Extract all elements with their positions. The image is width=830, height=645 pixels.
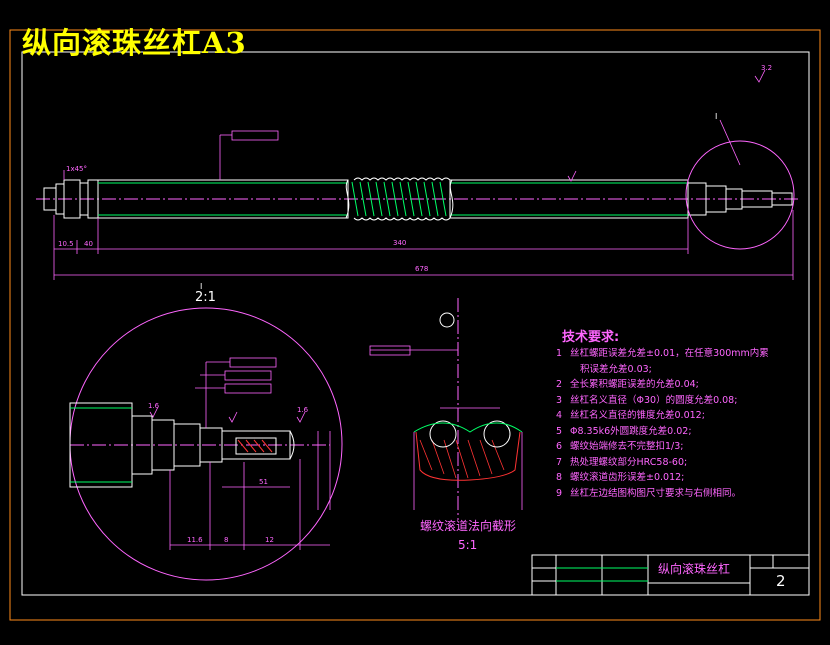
detail-i-thread [70,407,277,483]
title-block-sheet-no: 2 [776,572,786,590]
dim-left-1: 10.5 [58,240,74,248]
dim-left-2: 40 [84,240,93,248]
main-shaft [36,179,800,219]
tech-requirements-title: 技术要求: [562,330,620,345]
inner-frame [21,51,810,596]
roughness-symbols [149,69,766,423]
detail-dim-2: 8 [224,536,229,544]
sheet-title: 纵向滚珠丝杠A3 [22,26,247,60]
detail-ra-2: 1.6 [297,406,309,414]
detail-dim-3: 12 [265,536,274,544]
detail-i-view-circle [69,307,343,581]
section-scale: 5:1 [458,538,478,552]
outer-border [9,29,821,621]
title-block-part-name: 纵向滚珠丝杠 [658,562,731,576]
detail-i-dimensions [169,357,331,550]
detail-i-scale: 2:1 [195,290,216,305]
dim-ra-global: 3.2 [761,64,773,72]
detail-dim-4: 51 [259,478,268,486]
detail-i-marker-label: I [715,112,718,121]
thread-section [345,177,454,221]
detail-i-shaft [69,402,330,488]
dim-chamfer: 1x45° [66,165,88,173]
dim-thread-length: 340 [393,239,407,247]
detail-ra-1: 1.6 [148,402,160,410]
main-dimensions [53,130,794,280]
detail-i-label: I [200,282,203,291]
detail-i-marker-circle [685,140,795,250]
section-label: 螺纹滚道法向截形 [420,519,517,533]
detail-dim-1: 11.6 [187,536,203,544]
thread-profile-lines [98,182,688,216]
section-view [369,298,523,520]
dim-overall-length: 678 [415,265,429,273]
